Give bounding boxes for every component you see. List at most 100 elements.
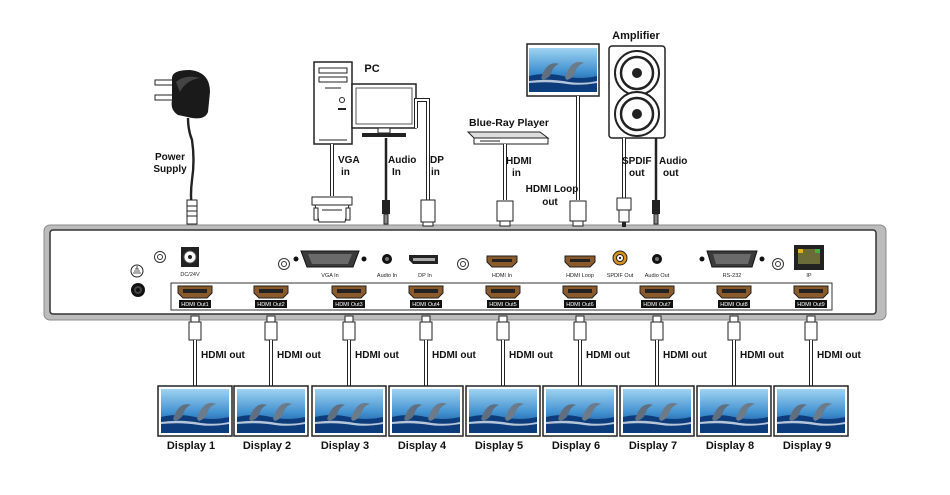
hdmi-out-cable-label: HDMI out: [509, 350, 554, 361]
hdmi-plug-icon: [650, 321, 664, 341]
hdmi-in-label: HDMI In: [492, 273, 512, 279]
hdmi-out-port-tag: [718, 300, 750, 308]
dp-in-cable-label-1: DP: [430, 155, 444, 166]
audio-out-label: Audio Out: [645, 273, 670, 279]
display-label: Display 8: [706, 440, 754, 452]
hdmi-out-port-tag: [487, 300, 519, 308]
display-label: Display 6: [552, 440, 600, 452]
device-back-panel: [43, 224, 887, 321]
hdmi-plug-icon: [188, 321, 202, 341]
display-monitor-icon: [157, 385, 233, 437]
bluray-label: Blue-Ray Player: [469, 117, 549, 129]
dp-in-label: DP In: [418, 273, 432, 279]
display-monitor-icon: [388, 385, 464, 437]
hdmi-out-port[interactable]: [562, 285, 598, 299]
display-label: Display 5: [475, 440, 523, 452]
audio-out-cable-label-2: out: [663, 168, 679, 179]
display-label: Display 2: [243, 440, 291, 452]
hdmi-loop-cable-label-1: HDMI Loop: [526, 184, 579, 195]
ethernet-port[interactable]: [794, 245, 824, 270]
vga-in-cable-label-2: in: [341, 167, 350, 178]
hdmi-in-port[interactable]: [486, 255, 518, 268]
hdmi-out-port-tag: [255, 300, 287, 308]
hdmi-plug-icon: [496, 321, 510, 341]
vga-in-port[interactable]: [293, 250, 367, 268]
display-label: Display 9: [783, 440, 831, 452]
vga-plug-icon: [311, 196, 353, 223]
hdmi-out-port-label: HDMI Out7: [643, 302, 671, 308]
hdmi-out-cable-label: HDMI out: [432, 350, 477, 361]
hdmi-out-port[interactable]: [331, 285, 367, 299]
audio-plug-icon: [382, 200, 390, 225]
display-label: Display 7: [629, 440, 677, 452]
hdmi-out-port-label: HDMI Out3: [335, 302, 363, 308]
hdmi-out-port[interactable]: [177, 285, 213, 299]
hdmi-plug-icon: [496, 200, 514, 227]
hdmi-loop-port[interactable]: [564, 255, 596, 268]
hdmi-in-cable-label-1: HDMI: [506, 156, 532, 167]
amplifier-label: Amplifier: [612, 30, 660, 42]
hdmi-in-cable-label-2: in: [512, 168, 521, 179]
hdmi-out-port-label: HDMI Out2: [257, 302, 285, 308]
hdmi-plug-icon: [264, 321, 278, 341]
audio-in-cable-label-1: Audio: [388, 155, 416, 166]
dc-jack-port[interactable]: [181, 247, 199, 267]
hdmi-out-cable-label: HDMI out: [201, 350, 246, 361]
hdmi-out-port[interactable]: [716, 285, 752, 299]
hdmi-out-cable-label: HDMI out: [663, 350, 708, 361]
hdmi-out-port-label: HDMI Out9: [797, 302, 825, 308]
pc-label: PC: [364, 63, 379, 75]
ip-label: IP: [806, 273, 812, 279]
spdif-cable-label-1: SPDIF: [622, 156, 651, 167]
power-supply-label-2: Supply: [153, 164, 187, 175]
hdmi-out-port-label: HDMI Out5: [489, 302, 517, 308]
hdmi-out-port-tag: [333, 300, 365, 308]
hdmi-plug-icon: [804, 321, 818, 341]
audio-in-label: Audio In: [377, 273, 397, 279]
hdmi-out-port-tag: [179, 300, 211, 308]
dp-in-port[interactable]: [409, 255, 438, 264]
hdmi-out-port-tag: [564, 300, 596, 308]
hdmi-out-port[interactable]: [253, 285, 289, 299]
audio-out-cable-label-1: Audio: [659, 156, 687, 167]
display-monitor-icon: [542, 385, 618, 437]
hdmi-out-port[interactable]: [408, 285, 444, 299]
power-supply-label-1: Power: [155, 152, 185, 163]
audio-in-jack[interactable]: [382, 254, 392, 264]
dc-plug-icon: [186, 199, 198, 225]
hdmi-out-cable-label: HDMI out: [817, 350, 862, 361]
spdif-out-port[interactable]: [612, 250, 628, 266]
hdmi-out-port-label: HDMI Out8: [720, 302, 748, 308]
power-adapter-icon: [154, 70, 210, 211]
spdif-plug-icon: [616, 197, 632, 227]
pc-monitor-icon: [351, 83, 417, 137]
rs232-port[interactable]: [699, 250, 765, 268]
audio-in-cable-label-2: In: [392, 167, 401, 178]
hdmi-out-port[interactable]: [639, 285, 675, 299]
hdmi-out-port-label: HDMI Out1: [181, 302, 209, 308]
spdif-out-label: SPDIF Out: [607, 273, 634, 279]
dp-in-cable-label-2: in: [431, 167, 440, 178]
hdmi-out-cable-label: HDMI out: [277, 350, 322, 361]
hdmi-out-cable-label: HDMI out: [586, 350, 631, 361]
audio-out-plug-icon: [652, 200, 660, 225]
pc-tower-icon: [313, 61, 353, 145]
display-monitor-icon: [465, 385, 541, 437]
hdmi-out-port[interactable]: [485, 285, 521, 299]
thumbscrew-icon: [154, 251, 784, 270]
dc-jack-label: DC/24V: [180, 272, 200, 278]
amplifier-speaker-icon: [608, 45, 666, 139]
hdmi-loop-label: HDMI Loop: [566, 273, 594, 279]
hdmi-out-cable-label: HDMI out: [355, 350, 400, 361]
audio-out-jack[interactable]: [652, 254, 662, 264]
loop-monitor-icon: [526, 43, 600, 97]
hdmi-out-port[interactable]: [793, 285, 829, 299]
